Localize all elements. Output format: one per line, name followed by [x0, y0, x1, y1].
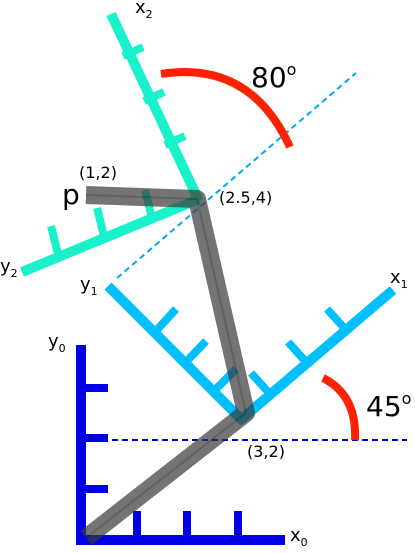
frame1-y-axis — [104, 282, 248, 426]
frame1-y-tick — [183, 338, 209, 365]
angle-label-80: 80o — [251, 60, 296, 94]
robot-links — [80, 186, 255, 546]
frame1-x-tick — [324, 306, 349, 333]
frame1-x-label: x1 — [390, 267, 408, 291]
frame1-x-tick — [248, 370, 273, 397]
frame2-axes — [20, 11, 204, 277]
point-p-label: p — [62, 178, 80, 211]
angle-label-45: 45o — [366, 389, 411, 423]
frame0-axes — [76, 345, 285, 545]
frame0-y-label: y0 — [48, 331, 66, 355]
frame2-dashed-line — [116, 72, 357, 279]
robot-link-chain — [80, 186, 255, 546]
frame1-y-tick — [152, 306, 179, 335]
point-p-coord: (1,2) — [79, 163, 117, 182]
frame2-y-label: y2 — [0, 256, 18, 280]
frame2-y-axis — [20, 194, 201, 277]
frame2-y-tick — [93, 207, 108, 237]
angle-arc-45 — [321, 374, 360, 441]
joint1-coord: (3,2) — [247, 442, 285, 461]
frame1-y-label: y1 — [80, 274, 98, 298]
frame2-x-tick — [163, 132, 187, 149]
frame2-x-tick — [121, 43, 145, 60]
frame0-x-label: x0 — [290, 525, 308, 549]
frame2-x-axis — [106, 11, 204, 204]
angle-arc-80 — [160, 68, 294, 149]
frame2-x-label: x2 — [135, 0, 153, 21]
frame2-y-tick — [47, 225, 62, 255]
frame1-x-axis — [234, 286, 397, 426]
joint2-coord: (2.5,4) — [219, 188, 272, 207]
robot-link-chain-outline — [85, 194, 247, 539]
frame1-x-tick — [285, 339, 310, 366]
frame2-x-tick — [142, 88, 166, 105]
